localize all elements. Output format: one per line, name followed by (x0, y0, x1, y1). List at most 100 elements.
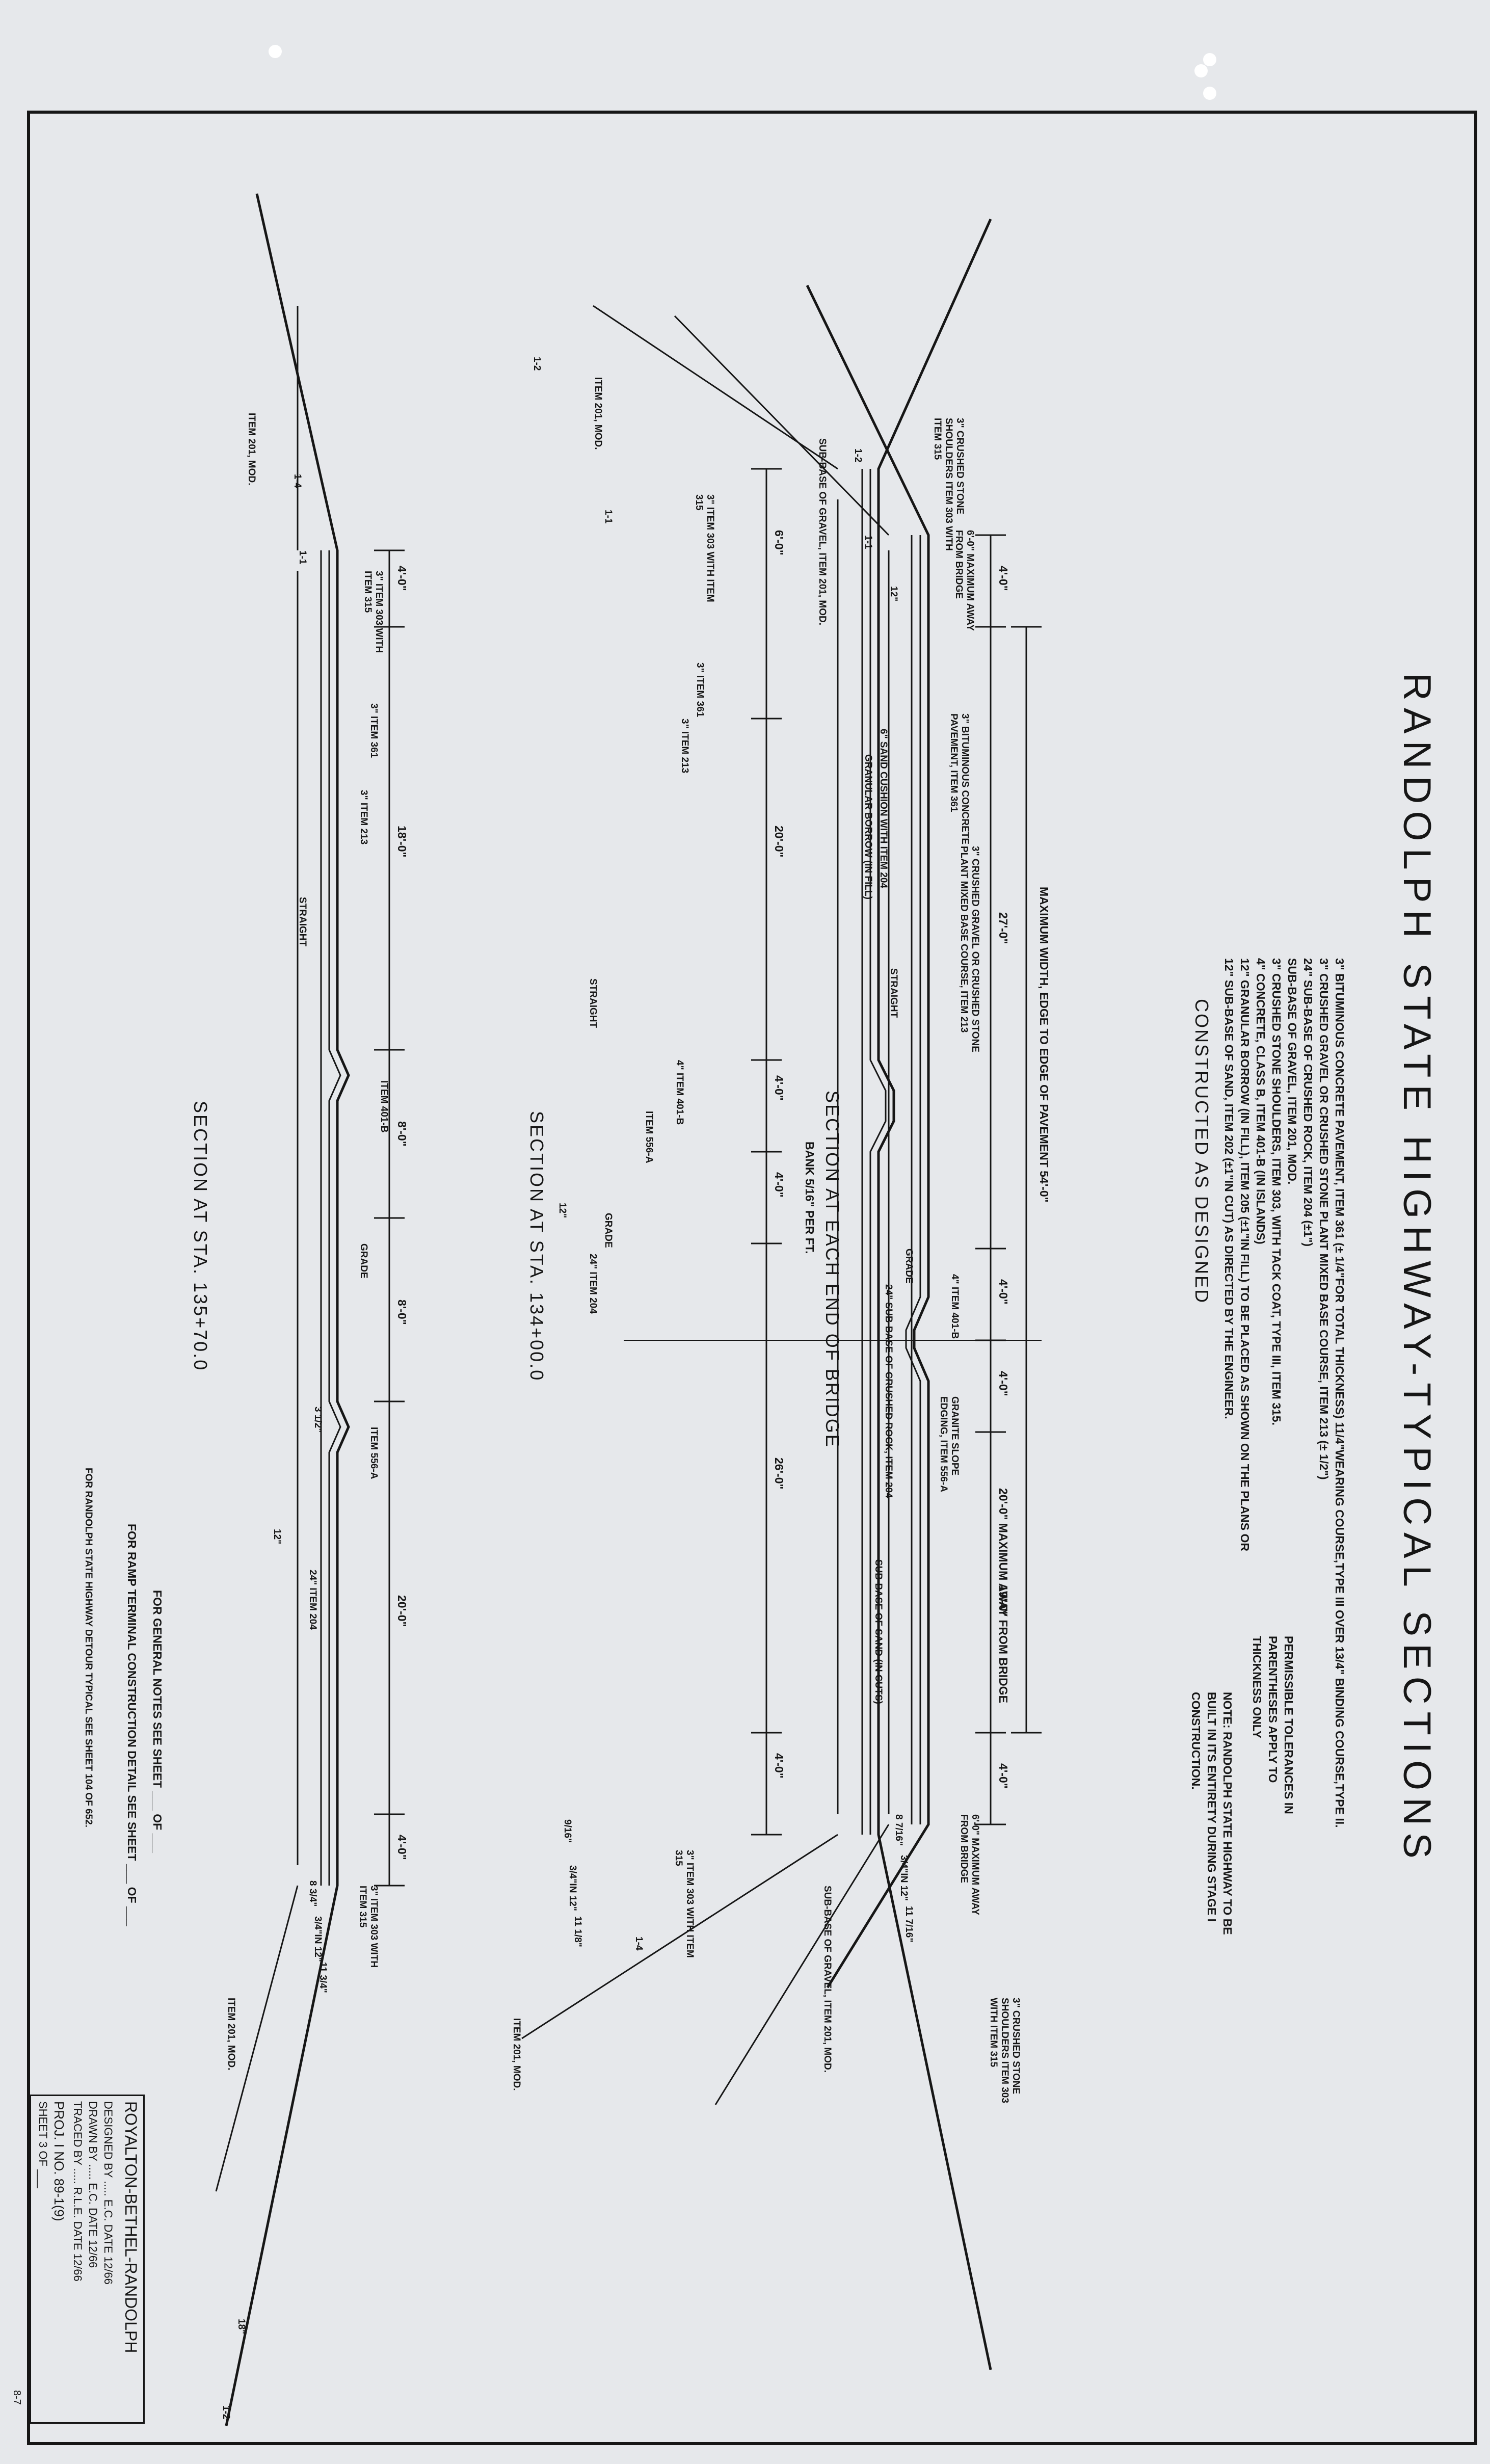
straight-label: STRAIGHT (888, 968, 899, 1018)
legend-line: 24" SUB-BASE OF CRUSHED ROCK, ITEM 204 (… (1301, 958, 1315, 1247)
bridge-section (624, 284, 1042, 2105)
item303-label: 3" ITEM 303 WITH ITEM 315 (362, 571, 384, 653)
slope-label: 11 7/16" (903, 1906, 914, 1943)
subbase-sand-label: SUB-BASE OF SAND (IN CUTS) (873, 1559, 884, 1704)
dimension-label: 4'-0" (997, 1371, 1010, 1396)
slope-ratio: 1-2 (853, 448, 863, 463)
bridge-bank: BANK 5/16" PER FT. (803, 1142, 816, 1254)
twelve-inch-label: 12" (888, 586, 899, 602)
dimension-label: 18'-0" (395, 826, 409, 858)
item361-label: 3" ITEM 361 (368, 703, 379, 758)
item201-label: ITEM 201, MOD. (593, 377, 603, 450)
item303-label: 3" ITEM 303 WITH ITEM 315 (694, 494, 715, 602)
dimension-label: 8'-0" (395, 1121, 409, 1147)
sta134-caption: SECTION AT STA. 134+00.0 (526, 1111, 547, 1382)
drawing-title: RANDOLPH STATE HIGHWAY-TYPICAL SECTIONS (1395, 673, 1439, 1866)
subbase-gravel-right-label: SUB-BASE OF GRAVEL, ITEM 201, MOD. (822, 1886, 833, 2073)
item556a-label: ITEM 556-A (368, 1427, 379, 1479)
max-away-right-label: 6'-0" MAXIMUM AWAY FROM BRIDGE (959, 1814, 980, 1915)
ground-slope (674, 315, 890, 2105)
dimension-line (751, 468, 782, 1836)
slope-label: 3 1/2" (312, 1407, 323, 1433)
slope-ratio: 1-1 (603, 510, 614, 524)
slope-label: 9/16" (562, 1819, 573, 1843)
item-401b-label: 4" ITEM 401-B (949, 1274, 960, 1339)
dimension-label: 20'-0" (395, 1595, 409, 1627)
item556a-label: ITEM 556-A (644, 1111, 654, 1163)
grade-label: GRADE (903, 1249, 914, 1284)
reference-note: FOR RANDOLPH STATE HIGHWAY DETOUR TYPICA… (83, 1468, 94, 1827)
granite-label: GRANITE SLOPE EDGING, ITEM 556-A (938, 1396, 960, 1492)
subbase-rock-label: 24" SUB-BASE OF CRUSHED ROCK, ITEM 204 (883, 1284, 894, 1498)
dimension-label: 4'-0" (997, 1763, 1010, 1789)
legend-line: 3" CRUSHED GRAVEL OR CRUSHED STONE PLANT… (1317, 958, 1331, 1480)
punch-hole (1194, 64, 1208, 77)
item401b-label: ITEM 401-B (379, 1080, 389, 1133)
constructed-as-designed: CONSTRUCTED AS DESIGNED (1191, 999, 1212, 1305)
sta134-section (521, 218, 992, 2370)
slope-ratio: 1-1 (863, 535, 873, 549)
bit-concrete-label: 3" BITUMINOUS CONCRETE PAVEMENT, ITEM 36… (948, 713, 970, 845)
item201-right-label: ITEM 201, MOD. (511, 2018, 522, 2091)
reference-note: FOR RAMP TERMINAL CONSTRUCTION DETAIL SE… (125, 1524, 139, 1926)
shoulder-right-label: 3" CRUSHED STONE SHOULDERS ITEM 303 WITH… (988, 1998, 1021, 2103)
slope-label: 18" (236, 2319, 247, 2335)
slope-ratio: 1-2 (531, 357, 542, 371)
slope-ratio: 1-4 (633, 1937, 644, 1951)
slope-label: 11 3/4" (317, 1962, 328, 1993)
slope-label: 11 1/8" (572, 1916, 583, 1947)
punch-hole (269, 45, 282, 58)
sheet-number: SHEET 3 OF ___ (37, 2101, 49, 2188)
dimension-line (374, 549, 405, 1887)
title-block: ROYALTON-BETHEL-RANDOLPH DESIGNED BY ...… (30, 2095, 145, 2424)
punch-hole (1203, 53, 1216, 66)
subbase-gravel-label: SUB-BASE OF GRAVEL, ITEM 201, MOD. (817, 438, 828, 626)
item201-right-label: ITEM 201, MOD. (226, 1998, 236, 2071)
slope-label: 8 3/4" (307, 1880, 318, 1907)
punch-hole (1203, 87, 1216, 100)
crushed-gravel-label: 3" CRUSHED GRAVEL OR CRUSHED STONE PLANT… (959, 846, 980, 1052)
general-note: NOTE: RANDOLPH STATE HIGHWAY TO BE BUILT… (1189, 1692, 1234, 1935)
dimension-label: 4'-0" (395, 566, 409, 591)
item213-label: 3" ITEM 213 (358, 790, 369, 845)
slope-ratio: 1-2 (221, 2405, 231, 2420)
twelve-inch-label: 12" (557, 1203, 568, 1218)
project-number: PROJ. I NO. 89-1(9) (51, 2101, 67, 2221)
straight-label: STRAIGHT (297, 897, 308, 947)
slope-label: 3/4"IN 12" (312, 1916, 323, 1962)
straight-label: STRAIGHT (588, 978, 598, 1028)
dimension-label: 19'-0" (997, 1585, 1010, 1617)
dimension-label: 26'-0" (773, 1458, 786, 1490)
drawn-by: DRAWN BY ..... E.C. DATE 12/66 (87, 2101, 99, 2268)
dimension-label: 4'-0" (773, 1172, 786, 1198)
dimension-label: 20'-0" (773, 826, 786, 858)
reference-note: FOR GENERAL NOTES SEE SHEET ___ OF ___ (151, 1590, 164, 1853)
item401b-label: 4" ITEM 401-B (674, 1060, 685, 1125)
dimension-label: 4'-0" (773, 1075, 786, 1101)
grade-label: GRADE (358, 1243, 369, 1279)
traced-by: TRACED BY ..... R.L.E. DATE 12/66 (71, 2101, 84, 2282)
bridge-section-caption: SECTION AT EACH END OF BRIDGE (822, 1091, 843, 1448)
slope-label: 3/4"IN 12" (567, 1865, 578, 1911)
dimension-label: 4'-0" (395, 1835, 409, 1860)
item201-label: ITEM 201, MOD. (246, 413, 257, 486)
dimension-label: 4'-0" (997, 1279, 1010, 1305)
item303-right-label: 3" ITEM 303 WITH ITEM 315 (673, 1850, 695, 1958)
slope-ratio: 1-1 (297, 550, 308, 565)
slope-ratio: 1-4 (292, 474, 303, 488)
pavement-surface (877, 218, 992, 2370)
sta135-caption: SECTION AT STA. 135+70.0 (190, 1101, 211, 1372)
sheet-code: 8-7 (11, 2390, 22, 2405)
legend-line: 3" BITUMINOUS CONCRETE PAVEMENT, ITEM 36… (1333, 958, 1346, 1828)
max-width-label: MAXIMUM WIDTH, EDGE TO EDGE OF PAVEMENT … (1037, 887, 1051, 1203)
item204-label: 24" ITEM 204 (307, 1570, 318, 1630)
ground-slope (521, 305, 838, 2039)
slope-label: 8 7/16" (893, 1814, 904, 1846)
item361-label: 3" ITEM 361 (695, 663, 705, 718)
pavement-surface (806, 284, 930, 1989)
item303-right-label: 3" ITEM 303 WITH ITEM 315 (357, 1886, 379, 1968)
